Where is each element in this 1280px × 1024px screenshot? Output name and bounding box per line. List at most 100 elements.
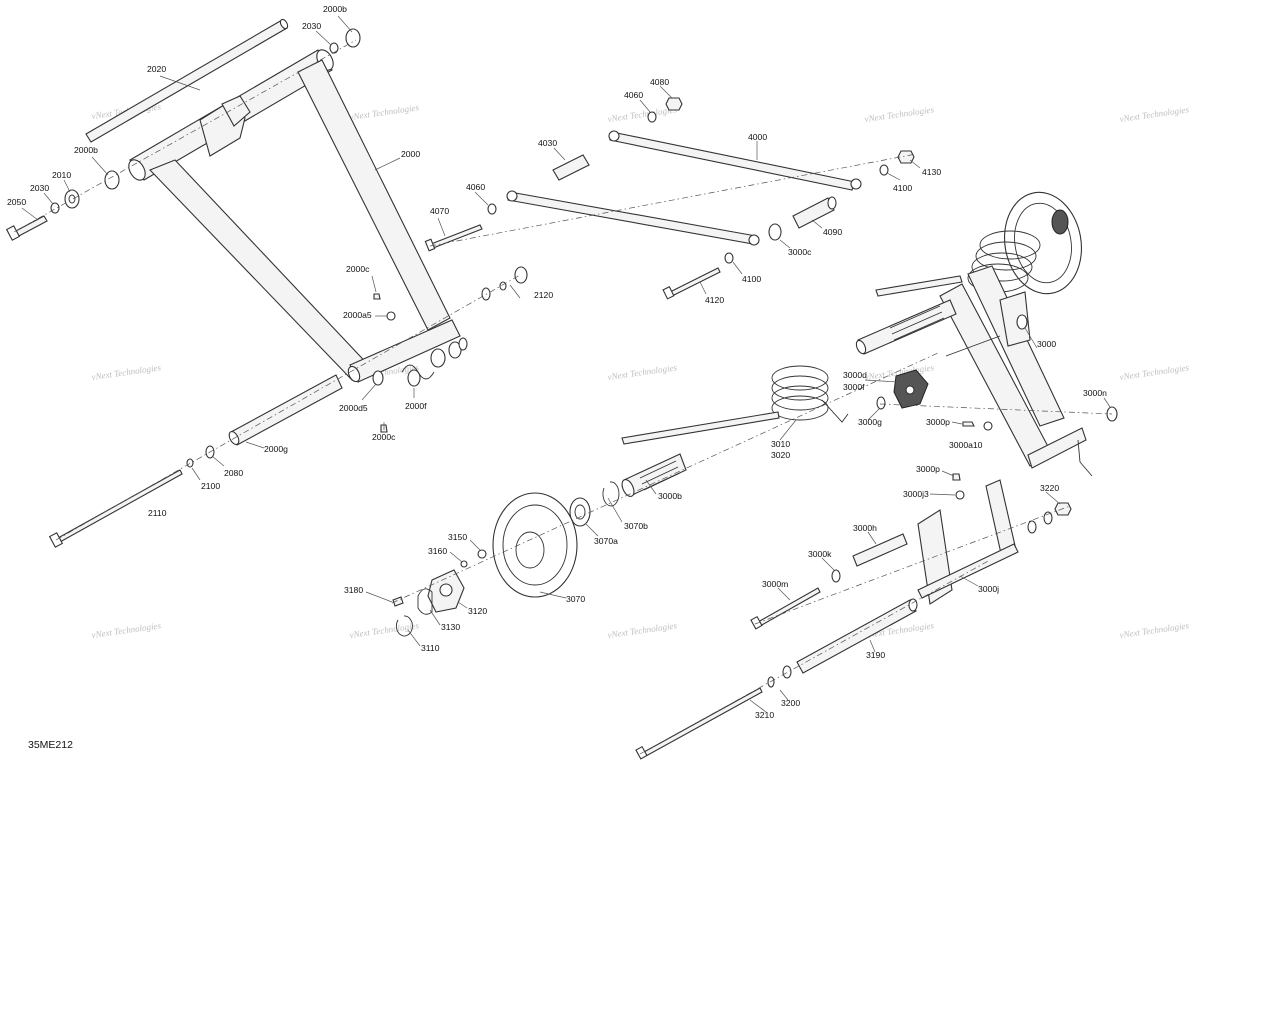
rod-2020-end [279,18,289,30]
bolt-3000m-head [750,615,763,630]
axis-line [391,351,941,604]
washer-4060-top [647,111,657,123]
link-4000-lower [507,191,757,245]
part-label: 2030 [302,21,321,31]
spring-clip [401,364,435,380]
arm-right-leg [297,59,451,331]
bushing-4090 [792,197,835,229]
watermark: vNext Technologies [607,362,678,382]
rear-arm-plate [999,291,1031,347]
idler-wheel-top-hub [1051,209,1069,235]
part-label: 3070a [594,536,618,546]
part-label: 2020 [147,64,166,74]
part-label: 4100 [893,183,912,193]
part-label: 2080 [224,468,243,478]
snap-ring-3110 [396,615,413,637]
part-label: 3150 [448,532,467,542]
washer-3000k [831,569,841,583]
washer-3200-b [767,676,775,688]
part-label: 2000f [405,401,427,411]
part-label: 2010 [52,170,71,180]
part-label: 3120 [468,606,487,616]
rod-2020 [85,19,288,143]
watermark: vNext Technologies [1119,104,1190,124]
part-label: 3020 [771,450,790,460]
bolt-2050-head [5,225,21,241]
diagram-code: 35ME212 [28,739,73,751]
bolt-3210-head [635,745,648,760]
part-label: 3000a10 [949,440,983,450]
screw-3150 [477,549,487,559]
washer-2120-a [481,287,491,301]
spring-arm [875,275,963,297]
part-label: 2000b [323,4,347,14]
part-label: 4120 [705,295,724,305]
link-lower-eye-a [506,190,518,202]
axis-line [879,403,1113,415]
tube-3000h [852,533,908,567]
rear-arm-frame-right [967,265,1065,427]
rear-arm-rod [945,335,1001,357]
part-label: 3000j [978,584,999,594]
snap-ring-3070b [602,481,620,507]
front-arm-assembly [5,18,528,548]
part-label: 3000m [762,579,788,589]
part-label: 4090 [823,227,842,237]
part-label: 4130 [922,167,941,177]
spacer-4030 [552,154,590,181]
bushing-lower-2 [448,341,462,359]
watermark: vNext Technologies [1119,620,1190,640]
washer-3000g [876,396,886,410]
bushing-2000b-top [345,28,361,48]
part-labels: 2000b 2030 2020 2000b 2010 2030 2050 200… [7,4,1107,720]
axis-line [754,505,1071,625]
watermark: vNext Technologies [349,102,420,122]
watermark: vNext Technologies [91,362,162,382]
part-label: 3190 [866,650,885,660]
sleeve-splines [639,460,681,491]
sleeve-3000b-end [621,479,635,497]
part-label: 3000b [658,491,682,501]
bracket-3000d-hole [905,385,915,395]
part-label: 3000 [1037,339,1056,349]
idler-wheel-top-rim [1014,202,1072,284]
washer-4060-mid [487,203,497,215]
part-label: 2000b [74,145,98,155]
axis-line [639,559,991,755]
hub-3120-hole [439,583,453,597]
part-label: 3130 [441,622,460,632]
spring-3010 [771,365,829,421]
rear-arm-crossbar [1027,427,1087,469]
wheel-3070-hub [515,531,545,569]
washer-3160 [460,560,468,568]
spring-3010-arm [621,411,780,445]
axle-3190-end [908,598,918,612]
link-lower-eye-b [748,234,760,246]
nut-2000a5 [386,311,396,321]
part-label: 2120 [534,290,553,300]
nut-3220 [1054,502,1072,516]
bushing-2000d5 [372,370,384,386]
grease-fitting-3000p-b [952,473,961,481]
bushing-2000f [407,369,421,387]
part-label: 3210 [755,710,774,720]
washer-2030-top [329,42,339,54]
nut-3000a10 [983,421,993,431]
part-label: 3000c [788,247,812,257]
part-label: 2000c [346,264,370,274]
nut-4080 [665,97,683,111]
axle-3190 [796,599,917,674]
washer-3220-b [1043,511,1053,525]
part-label: 3000n [1083,388,1107,398]
bushing-4090-end [827,196,837,210]
part-label: 3000k [808,549,832,559]
link-4000-eye-a [608,130,620,142]
leader-lines [21,15,1111,713]
washer-4100-a [879,164,889,176]
arm-left-leg [149,159,376,381]
link-4000 [609,131,856,191]
part-label: 4060 [466,182,485,192]
part-label: 3000p [916,464,940,474]
washer-3200-a [782,665,792,679]
